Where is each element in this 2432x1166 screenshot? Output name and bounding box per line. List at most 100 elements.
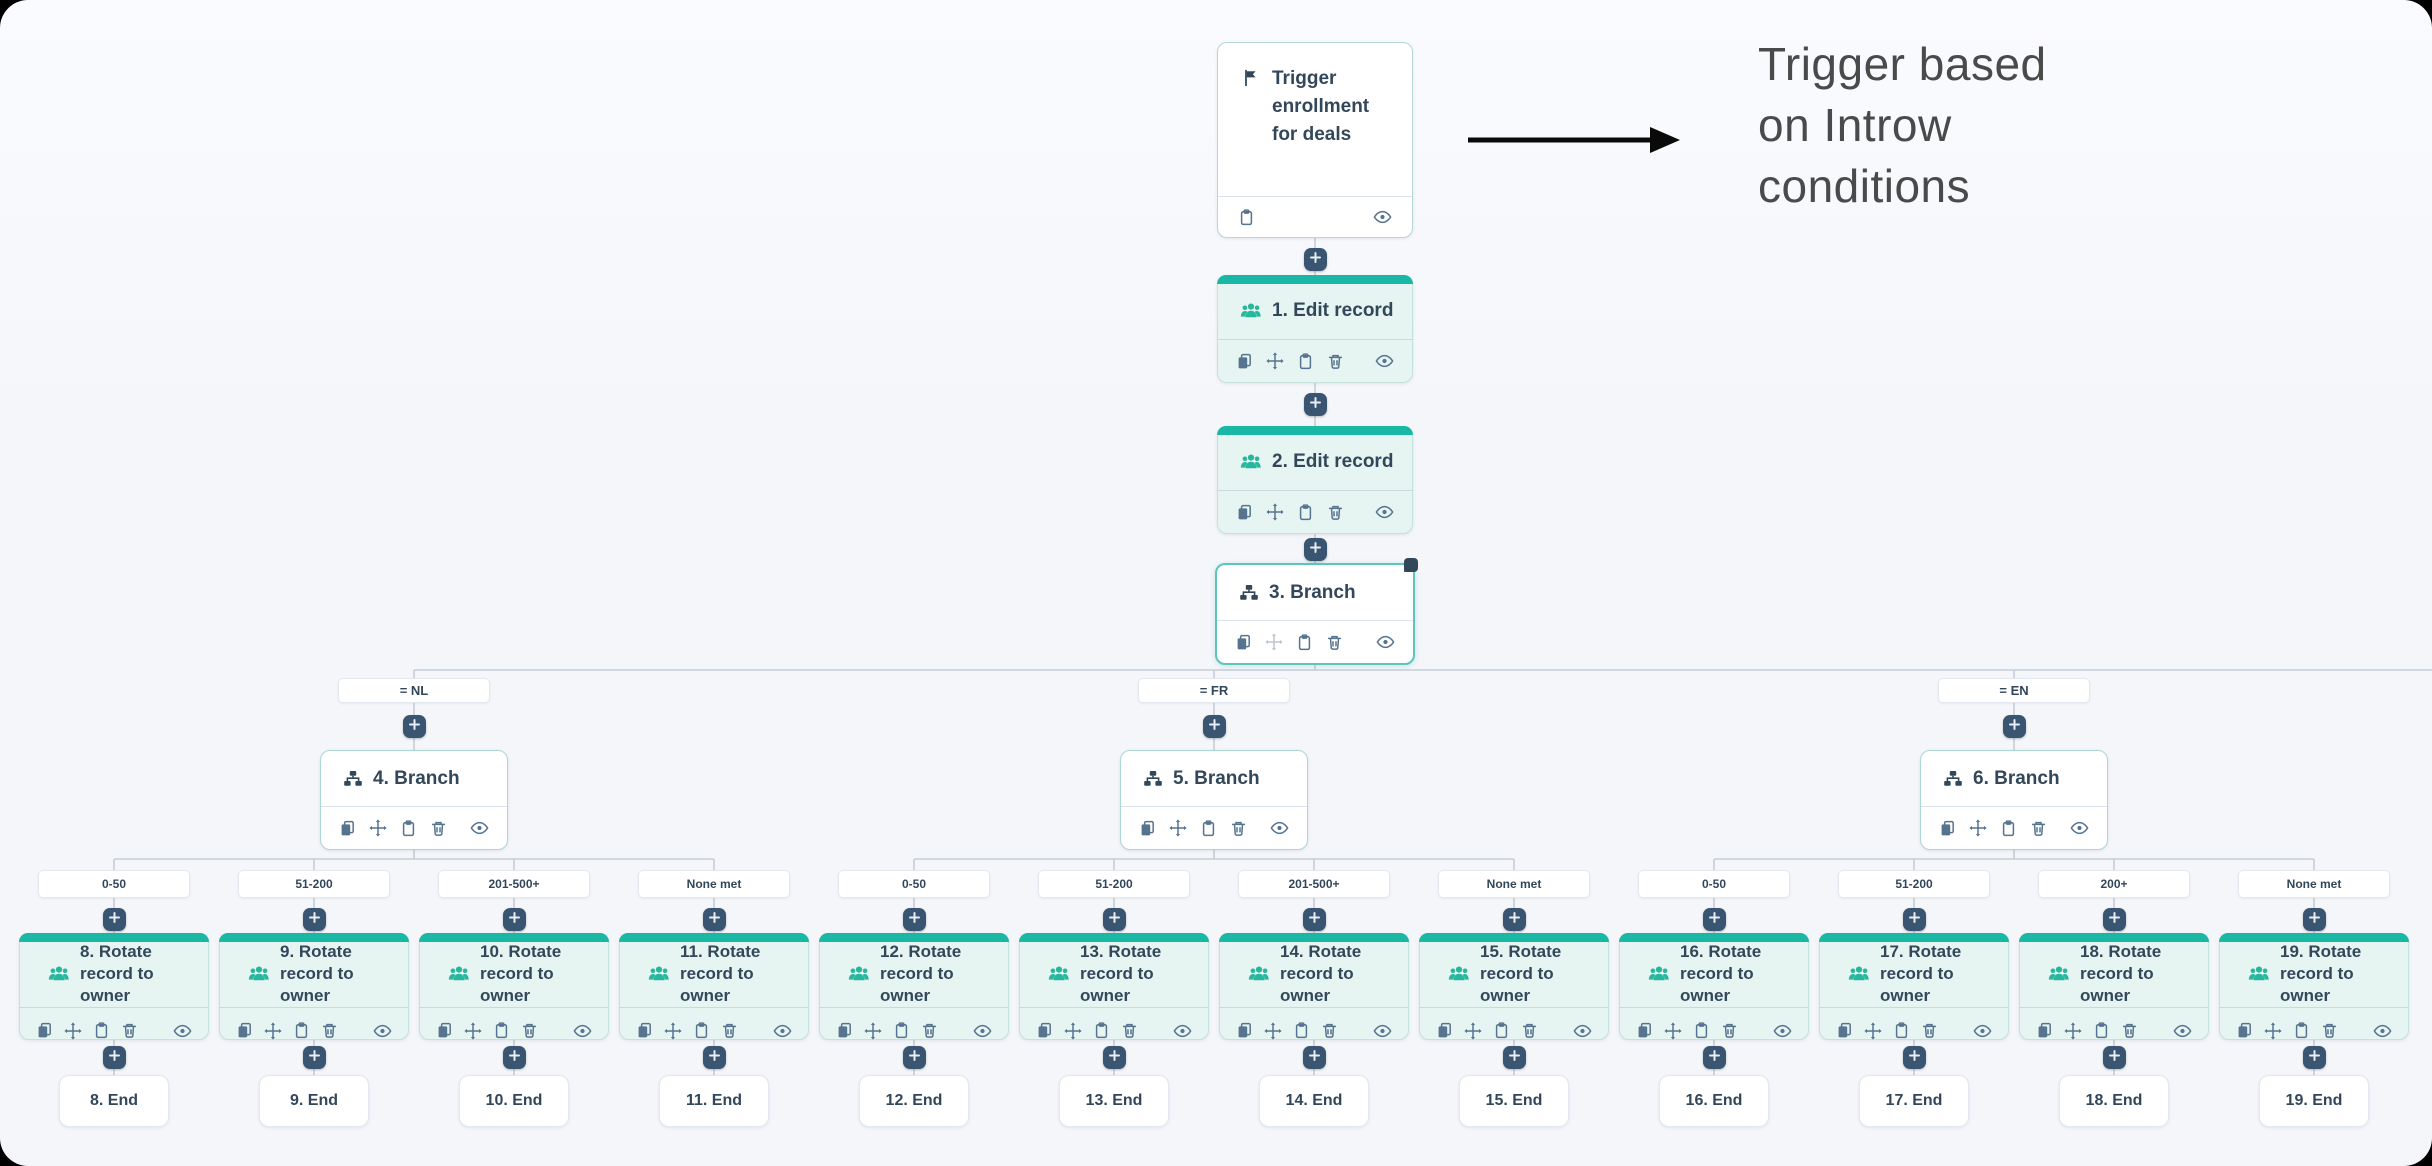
copy-icon[interactable] bbox=[236, 1022, 253, 1039]
copy-icon[interactable] bbox=[436, 1022, 453, 1039]
preview-icon[interactable] bbox=[1373, 1024, 1392, 1038]
add-action-button[interactable] bbox=[2102, 907, 2126, 931]
node-rotate-record[interactable]: 19. Rotate record to owner bbox=[2219, 933, 2409, 1040]
move-icon[interactable] bbox=[1266, 503, 1284, 521]
node-rotate-record[interactable]: 11. Rotate record to owner bbox=[619, 933, 809, 1040]
copy-icon[interactable] bbox=[1436, 1022, 1453, 1039]
node-edit-record-2[interactable]: 2. Edit record bbox=[1217, 426, 1413, 534]
add-action-button[interactable] bbox=[1102, 1045, 1126, 1069]
preview-icon[interactable] bbox=[2373, 1024, 2392, 1038]
delete-icon[interactable] bbox=[1230, 820, 1247, 837]
move-icon[interactable] bbox=[664, 1021, 682, 1040]
add-action-button[interactable] bbox=[1902, 1045, 1926, 1069]
node-end[interactable]: 19. End bbox=[2259, 1075, 2369, 1127]
add-action-button[interactable] bbox=[1302, 907, 1326, 931]
clipboard-icon[interactable] bbox=[1693, 1022, 1710, 1039]
preview-icon[interactable] bbox=[1173, 1024, 1192, 1038]
add-action-button[interactable] bbox=[1102, 907, 1126, 931]
add-action-button[interactable] bbox=[1303, 247, 1327, 271]
node-end[interactable]: 17. End bbox=[1859, 1075, 1969, 1127]
add-action-button[interactable] bbox=[1502, 1045, 1526, 1069]
copy-icon[interactable] bbox=[1636, 1022, 1653, 1039]
copy-icon[interactable] bbox=[1236, 353, 1253, 370]
add-action-button[interactable] bbox=[2302, 907, 2326, 931]
branch-condition-pill[interactable]: 51-200 bbox=[1038, 870, 1190, 898]
clipboard-icon[interactable] bbox=[1493, 1022, 1510, 1039]
node-rotate-record[interactable]: 18. Rotate record to owner bbox=[2019, 933, 2209, 1040]
branch-condition-pill[interactable]: 200+ bbox=[2038, 870, 2190, 898]
delete-icon[interactable] bbox=[521, 1022, 538, 1039]
move-icon[interactable] bbox=[864, 1021, 882, 1040]
copy-icon[interactable] bbox=[636, 1022, 653, 1039]
move-icon[interactable] bbox=[2264, 1021, 2282, 1040]
branch-condition-pill[interactable]: = EN bbox=[1938, 678, 2090, 703]
delete-icon[interactable] bbox=[1921, 1022, 1938, 1039]
move-icon[interactable] bbox=[464, 1021, 482, 1040]
node-end[interactable]: 9. End bbox=[259, 1075, 369, 1127]
delete-icon[interactable] bbox=[1327, 353, 1344, 370]
add-action-button[interactable] bbox=[102, 1045, 126, 1069]
preview-icon[interactable] bbox=[2173, 1024, 2192, 1038]
branch-condition-pill[interactable]: 0-50 bbox=[38, 870, 190, 898]
preview-icon[interactable] bbox=[373, 1024, 392, 1038]
preview-icon[interactable] bbox=[1375, 354, 1394, 368]
node-rotate-record[interactable]: 8. Rotate record to owner bbox=[19, 933, 209, 1040]
node-rotate-record[interactable]: 10. Rotate record to owner bbox=[419, 933, 609, 1040]
add-action-button[interactable] bbox=[502, 1045, 526, 1069]
add-action-button[interactable] bbox=[2102, 1045, 2126, 1069]
add-action-button[interactable] bbox=[102, 907, 126, 931]
copy-icon[interactable] bbox=[1236, 504, 1253, 521]
node-rotate-record[interactable]: 12. Rotate record to owner bbox=[819, 933, 1009, 1040]
add-action-button[interactable] bbox=[302, 1045, 326, 1069]
clipboard-icon[interactable] bbox=[493, 1022, 510, 1039]
add-action-button[interactable] bbox=[302, 907, 326, 931]
add-action-button[interactable] bbox=[902, 907, 926, 931]
node-end[interactable]: 13. End bbox=[1059, 1075, 1169, 1127]
add-action-button[interactable] bbox=[1702, 907, 1726, 931]
copy-icon[interactable] bbox=[1235, 634, 1252, 651]
add-action-button[interactable] bbox=[1202, 714, 1226, 738]
trigger-node[interactable]: Trigger enrollment for deals bbox=[1217, 42, 1413, 238]
branch-condition-pill[interactable]: None met bbox=[638, 870, 790, 898]
clipboard-icon[interactable] bbox=[2000, 819, 2017, 837]
node-end[interactable]: 12. End bbox=[859, 1075, 969, 1127]
preview-icon[interactable] bbox=[1973, 1024, 1992, 1038]
add-action-button[interactable] bbox=[1502, 907, 1526, 931]
preview-icon[interactable] bbox=[1573, 1024, 1592, 1038]
copy-icon[interactable] bbox=[1836, 1022, 1853, 1039]
add-action-button[interactable] bbox=[2302, 1045, 2326, 1069]
branch-condition-pill[interactable]: None met bbox=[1438, 870, 1590, 898]
copy-icon[interactable] bbox=[339, 820, 356, 837]
copy-icon[interactable] bbox=[2036, 1022, 2053, 1039]
node-branch-3[interactable]: 3. Branch bbox=[1215, 558, 1418, 665]
delete-icon[interactable] bbox=[721, 1022, 738, 1039]
move-icon[interactable] bbox=[64, 1021, 82, 1040]
clipboard-icon[interactable] bbox=[2293, 1022, 2310, 1039]
clipboard-icon[interactable] bbox=[400, 819, 417, 837]
node-end[interactable]: 15. End bbox=[1459, 1075, 1569, 1127]
preview-icon[interactable] bbox=[573, 1024, 592, 1038]
add-action-button[interactable] bbox=[402, 714, 426, 738]
node-rotate-record[interactable]: 14. Rotate record to owner bbox=[1219, 933, 1409, 1040]
preview-icon[interactable] bbox=[1375, 505, 1394, 519]
preview-icon[interactable] bbox=[173, 1024, 192, 1038]
move-icon[interactable] bbox=[1864, 1021, 1882, 1040]
delete-icon[interactable] bbox=[1326, 634, 1343, 651]
delete-icon[interactable] bbox=[430, 820, 447, 837]
move-icon[interactable] bbox=[369, 819, 387, 837]
node-rotate-record[interactable]: 17. Rotate record to owner bbox=[1819, 933, 2009, 1040]
preview-icon[interactable] bbox=[1373, 210, 1392, 224]
move-icon[interactable] bbox=[1169, 819, 1187, 837]
move-icon[interactable] bbox=[1464, 1021, 1482, 1040]
preview-icon[interactable] bbox=[973, 1024, 992, 1038]
delete-icon[interactable] bbox=[2321, 1022, 2338, 1039]
add-action-button[interactable] bbox=[902, 1045, 926, 1069]
branch-condition-pill[interactable]: 201-500+ bbox=[438, 870, 590, 898]
move-icon[interactable] bbox=[2064, 1021, 2082, 1040]
node-end[interactable]: 8. End bbox=[59, 1075, 169, 1127]
branch-condition-pill[interactable]: = FR bbox=[1138, 678, 1290, 703]
node-rotate-record[interactable]: 13. Rotate record to owner bbox=[1019, 933, 1209, 1040]
move-icon[interactable] bbox=[1264, 1021, 1282, 1040]
delete-icon[interactable] bbox=[1521, 1022, 1538, 1039]
delete-icon[interactable] bbox=[2121, 1022, 2138, 1039]
